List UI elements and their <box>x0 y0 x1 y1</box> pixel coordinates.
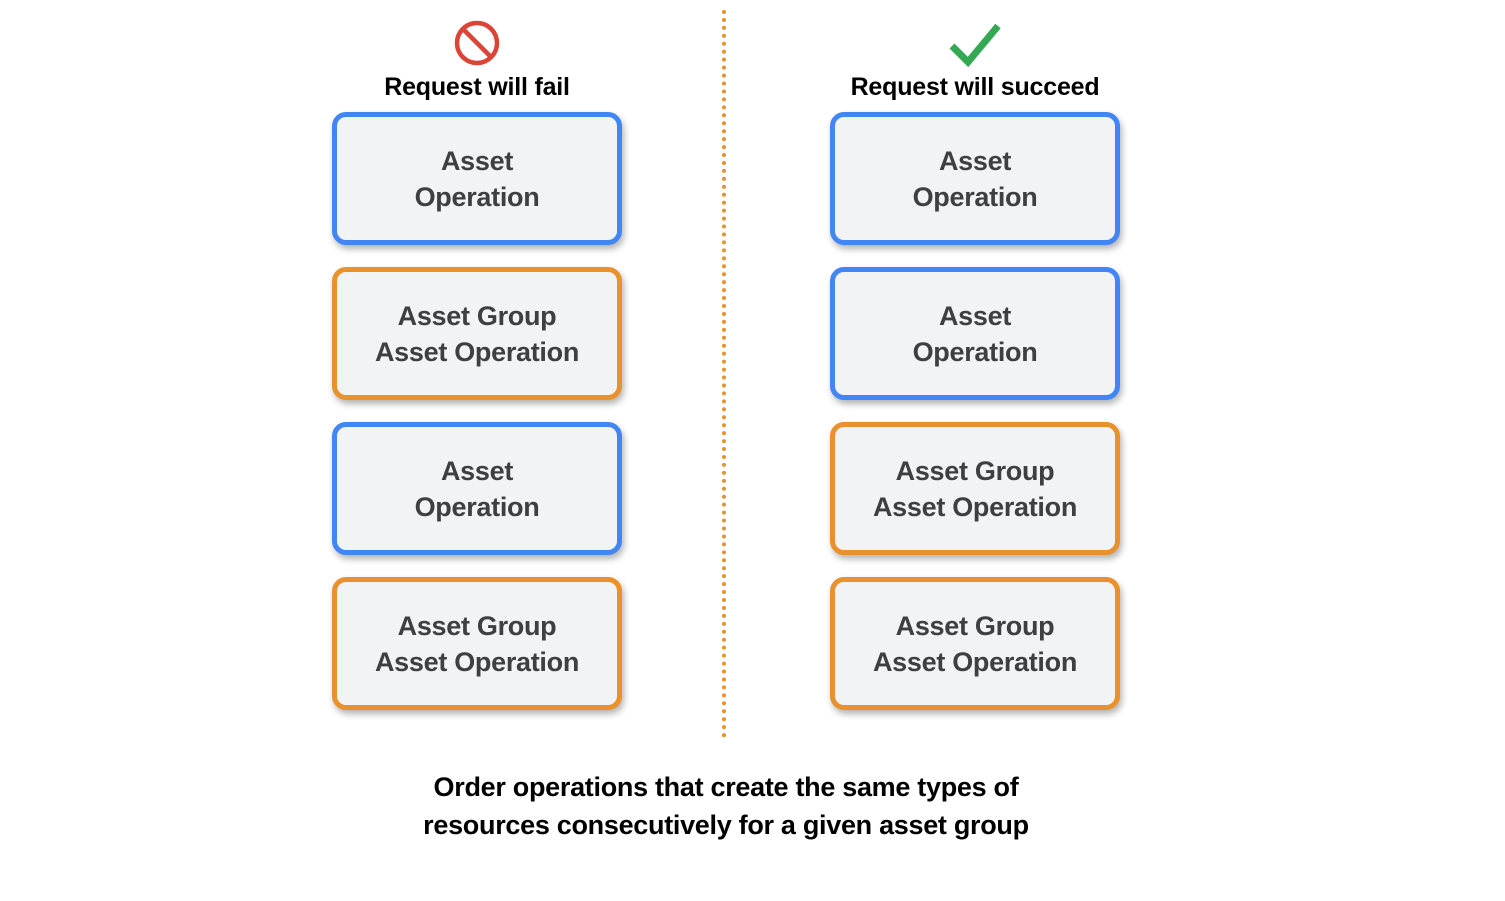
operation-box-label: Asset Group Asset Operation <box>374 610 580 677</box>
operation-box: Asset Group Asset Operation <box>830 577 1120 710</box>
column-header-label-fail: Request will fail <box>384 73 570 101</box>
operation-box-label: Asset Operation <box>414 455 540 522</box>
operation-box-label: Asset Operation <box>912 300 1038 367</box>
operation-box-label: Asset Group Asset Operation <box>374 300 580 367</box>
operation-box: Asset Group Asset Operation <box>332 577 622 710</box>
operation-box: Asset Group Asset Operation <box>830 422 1120 555</box>
operation-box-label: Asset Operation <box>414 145 540 212</box>
column-divider <box>722 10 726 738</box>
diagram-caption: Order operations that create the same ty… <box>423 772 1029 840</box>
column-header-fail: Request will fail <box>267 14 687 102</box>
column-header-succeed: Request will succeed <box>765 14 1185 102</box>
operation-box: Asset Operation <box>332 422 622 555</box>
operation-box: Asset Operation <box>332 112 622 245</box>
operation-box-label: Asset Group Asset Operation <box>872 610 1078 677</box>
operation-box-label: Asset Group Asset Operation <box>872 455 1078 522</box>
column-header-label-succeed: Request will succeed <box>850 73 1100 101</box>
prohibition-icon <box>267 14 687 72</box>
operation-box: Asset Group Asset Operation <box>332 267 622 400</box>
operation-box: Asset Operation <box>830 112 1120 245</box>
operation-box-label: Asset Operation <box>912 145 1038 212</box>
operation-box: Asset Operation <box>830 267 1120 400</box>
checkmark-icon <box>765 14 1185 72</box>
